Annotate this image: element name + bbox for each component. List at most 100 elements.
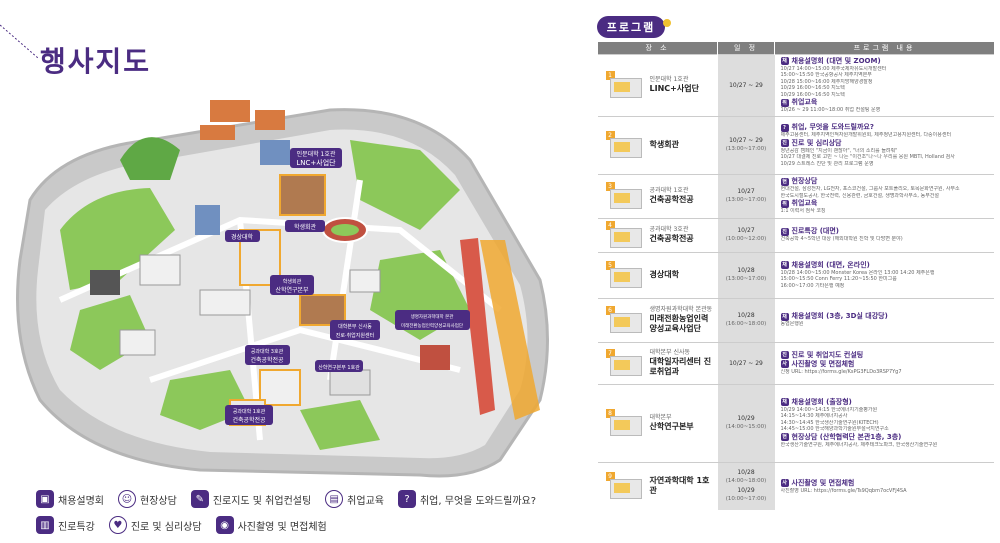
building-accent [613,232,630,242]
briefing-icon: ▣ [36,490,54,508]
event-title-text: 사진촬영 및 면접체험 [791,359,855,368]
time-text: (14:00~18:00) [725,478,767,485]
building-number: 8 [605,409,615,418]
date-cell: 10/27 ~ 29 [717,53,775,116]
label-gongdae3: 건축공학전공 [250,356,284,364]
date-text: 10/27 ~ 29 [729,137,763,144]
label-career: 진로·취업지원센터 [336,332,374,339]
campus-map: 인문대학 1호관 LNC+사업단 학생회관 경상대학 학생회관 산학연구본부 대… [16,100,549,478]
date-text: 10/27 [737,227,755,234]
event-line: 14:45~15:00 한국해양과학기술원부설극지연구소 [780,426,889,433]
header-date: 일 정 [717,42,775,54]
label-gongdae3-sub: 공과대학 3호관 [251,348,284,355]
label-jaenonsa-sub: 생명자원과학대학 본관 [411,313,454,320]
event-line: 15:00~15:50 Conn Ferry 11:20~15:50 한미그룹 [780,276,897,283]
date-text: 10/27 ~ 29 [729,81,763,89]
date-cell: 10/27 ~ 29 [717,341,775,384]
event-icon: 채 [780,398,789,407]
counseling-icon: ♥ [108,516,127,534]
map-labels: 인문대학 1호관 LNC+사업단 학생회관 경상대학 학생회관 산학연구본부 대… [225,148,470,425]
header-location: 장 소 [597,42,718,54]
event-icon: 진 [780,139,789,147]
label-jaenonsa: 미래전환농업인력양성교육사업단 [401,322,463,329]
location-title: 자연과학대학 1호관 [649,476,710,496]
building-illustration: 5 [602,259,646,291]
location-title: LINC+사업단 [649,84,699,93]
lecture-icon: ▥ [36,516,54,534]
time-text: (10:00~12:00) [725,236,767,242]
building-accent [613,82,630,92]
legend-item: ▤취업교육 [325,490,384,508]
legend-item: ♥진로 및 심리상담 [108,516,202,534]
event-line: 10/29 스트레스 진단 및 관리 프로그램 운영 [780,160,874,167]
map-title: 행사지도 [40,45,152,78]
event-line: 사진촬영 URL: https://forms.gle/Ts9Qqbm7ocVF… [780,487,907,494]
event-icon: 채 [780,261,789,270]
location-name: 자연과학대학 1호관 [650,476,714,496]
header-content: 프로그램 내용 [774,42,994,54]
event-line: 10/26 ~ 29 11:00~18:00 취업 컨설팅 운영 [780,107,881,113]
label-lnc: LNC+사업단 [296,158,336,167]
legend-item: ▥진로특강 [36,516,95,534]
consult-icon: ☺ [118,490,136,508]
event-line: 16:00~17:00 기타은행 예정 [780,282,845,289]
event-line: 제주고용센터, 제주지역인적자원개발위원회, 제주청년고용지원센터, 다중이용센… [780,132,952,138]
building-illustration: 2 [602,129,646,161]
event-line: 신청 URL: https://forms.gle/KsPG3FLDo3RSP7… [780,368,902,375]
date-text: 10/27 [737,188,755,195]
label-sanhak: 산학연구본부 [275,286,309,294]
location-title: 경상대학 [649,270,679,279]
event-title-text: 취업, 무엇을 도와드릴까요? [791,123,874,131]
guidance-icon: ✎ [190,490,209,508]
legend-row-2: ▥진로특강 ♥진로 및 심리상담 ◉사진촬영 및 면접체험 [36,512,566,538]
event-line: 현대건설, 삼성전자, LG전자, 포스코건설, 그룹사 포트폴리오, 토목문화… [780,186,960,193]
event-title-text: 취업교육 [791,199,818,208]
location-sub: 인문대학 1호관 [649,76,689,83]
time-text: (16:00~18:00) [725,321,767,327]
event-icon: 취 [780,199,789,208]
building-number: 1 [605,71,615,80]
date-text: 10/28 [737,312,755,319]
event-title-text: 채용설명회 (3층, 3D실 대강당) [791,312,888,321]
event-icon: 취 [780,98,789,107]
date-text: 10/27 ~ 29 [729,359,763,367]
label-career-sub: 대학본부 신사동 [338,323,372,330]
time-text: (10:00~17:00) [725,496,767,503]
legend-item: ?취업, 무엇을 도와드릴까요? [397,490,536,508]
legend-item: ▣채용설명회 [36,490,104,508]
event-title-text: 진로 및 취업지도 컨설팅 [791,350,864,359]
education-icon: ▤ [325,490,344,508]
event-line: 10/27 14:00~15:00 제주국제자유도시개발센터 [780,65,887,72]
date-text: 10/29 [737,415,755,422]
event-title-text: 현장상담 (산학협력단 본관1층, 3층) [791,432,902,441]
event-icon: 현 [780,177,789,186]
event-line: 10/28 14:00~15:00 Monster Korea 온라인 13:0… [780,269,935,276]
label-lnc-sub: 인문대학 1호관 [297,150,336,158]
building-accent [613,142,630,152]
event-title: ?취업, 무엇을 도와드릴까요? [780,123,991,132]
time-text: (13:00~17:00) [725,276,767,282]
building-illustration: 9 [602,470,646,502]
